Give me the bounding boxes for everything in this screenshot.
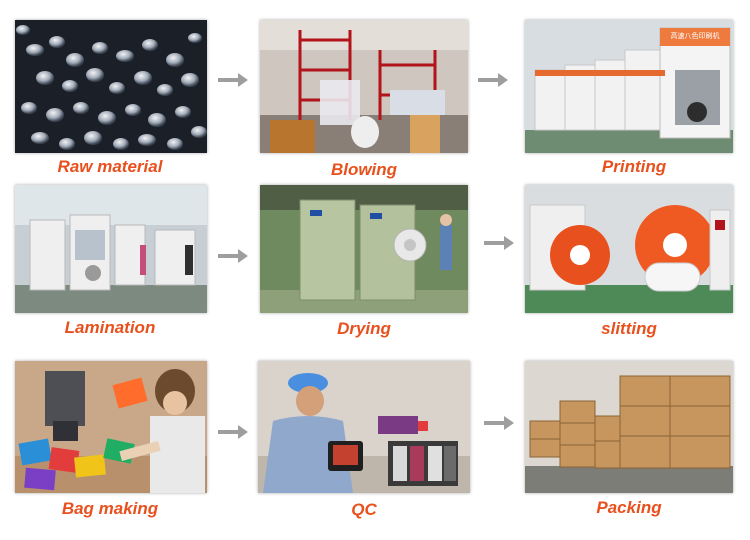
blowing-photo: [260, 20, 468, 153]
step-label-packing: Packing: [596, 498, 662, 517]
bag-making-photo: [15, 361, 207, 493]
printing-machine-sign: 高速八色印刷机: [670, 32, 720, 40]
printing-photo: 高速八色印刷机: [525, 20, 733, 153]
step-label-raw-material: Raw material: [57, 157, 163, 176]
step-label-printing: Printing: [601, 157, 667, 176]
step-label-qc: QC: [351, 500, 377, 519]
lamination-photo: [15, 185, 207, 313]
step-label-bag-making: Bag making: [61, 499, 159, 518]
step-label-blowing: Blowing: [330, 160, 398, 179]
arrow-right-icon: [484, 233, 514, 253]
slitting-photo: [525, 185, 733, 313]
arrow-right-icon: [218, 422, 248, 442]
packing-photo: [525, 361, 733, 493]
drying-photo: [260, 185, 468, 313]
qc-photo: [258, 361, 470, 493]
arrow-right-icon: [478, 70, 508, 90]
step-label-slitting: slitting: [601, 319, 657, 338]
raw-material-photo: [15, 20, 207, 153]
arrow-right-icon: [484, 413, 514, 433]
arrow-right-icon: [218, 70, 248, 90]
step-label-drying: Drying: [337, 319, 391, 338]
step-label-lamination: Lamination: [64, 318, 156, 337]
arrow-right-icon: [218, 246, 248, 266]
